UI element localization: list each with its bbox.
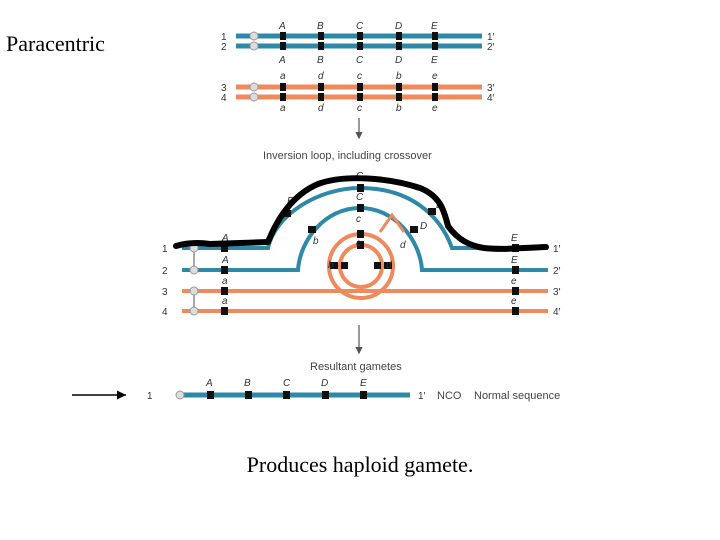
chromosome-number: 1′ [487,32,495,43]
centromere [189,265,199,275]
top-blue-pair: 1 2 1′ 2′ A B C D E A B C D E [221,21,495,66]
gene-label: E [511,233,518,244]
gene-label: b [396,71,402,82]
gene-label: d [318,71,324,82]
gene-label: a [222,276,228,287]
crossover-point [378,212,406,233]
gene-label: d [386,260,392,271]
gametes-caption: Resultant gametes [310,361,402,373]
centromere [249,41,259,51]
gene-markers [280,83,438,101]
gene-label: c [357,71,362,82]
slide-title: Paracentric [6,31,105,56]
gene-label: D [395,21,402,32]
chromosome-number: 1 [147,391,153,402]
gene-label: D [321,378,328,389]
chromatid-1 [182,185,548,250]
gene-label: E [431,21,438,32]
chromosome-number: 1′ [418,391,426,402]
chromosome-number: 4′ [487,93,495,104]
chromatid-2 [182,205,548,272]
gene-label: e [511,296,517,307]
chromosome-number: 3 [221,83,227,94]
gene-label: B [317,55,324,66]
centromere [189,286,199,296]
chromosome-number: 4 [162,307,168,318]
gene-label: C [356,55,364,66]
gene-label: C [283,378,291,389]
chromosome-number: 2′ [553,266,561,277]
gene-label: d [400,240,406,251]
chromosome-number: 2′ [487,42,495,53]
gene-label: C [356,21,364,32]
inversion-loop: 1 2 3 4 1′ 2′ 3′ 4′ A A a a B b C C c c … [162,171,561,318]
gene-label: d [318,103,324,114]
gene-markers [221,184,519,315]
gene-label: E [431,55,438,66]
centromere [189,306,199,316]
centromere [175,390,185,400]
top-orange-pair: 3 4 3′ 4′ a d c b e a d c b e [221,71,495,114]
gamete-description: Normal sequence [474,390,560,402]
chromosome-number: 1′ [553,244,561,255]
chromosome-number: 2 [221,42,227,53]
slide-caption: Produces haploid gamete. [246,452,474,477]
chromosome-number: 3′ [553,287,561,298]
gene-markers [280,32,438,50]
gene-label: c [357,103,362,114]
gene-label: b [313,236,319,247]
centromere [249,92,259,102]
chromosome-number: 4′ [553,307,561,318]
gene-label: E [511,255,518,266]
gene-label: c [356,238,361,249]
chromosome-number: 3′ [487,83,495,94]
gene-label: A [278,55,286,66]
loop-caption: Inversion loop, including crossover [263,150,432,162]
gene-label: b [328,260,334,271]
gene-label: E [360,378,367,389]
highlight-stroke [173,175,549,252]
gene-label: a [280,103,286,114]
chromosome-number: 2 [162,266,168,277]
gene-label: a [280,71,286,82]
chromosome-number: 4 [221,93,227,104]
centromere [249,82,259,92]
gene-label: e [511,276,517,287]
gene-label: C [356,192,364,203]
gene-label: A [221,233,229,244]
gamete-type: NCO [437,390,462,402]
chromosome-number: 3 [162,287,168,298]
gene-label: a [222,296,228,307]
gene-label: A [221,255,229,266]
chromosome-number: 1 [162,244,168,255]
centromere [249,31,259,41]
gene-label: c [356,214,361,225]
gene-label: D [395,55,402,66]
gene-label: A [278,21,286,32]
resultant-gamete: 1 1′ A B C D E NCO Normal sequence [147,378,560,402]
gene-label: D [420,221,427,232]
gene-label: B [244,378,251,389]
gene-label: A [205,378,213,389]
gene-label: e [432,71,438,82]
chromosome-number: 1 [221,32,227,43]
gene-markers [207,391,367,399]
gene-label: e [432,103,438,114]
gene-label: B [317,21,324,32]
gene-label: b [396,103,402,114]
